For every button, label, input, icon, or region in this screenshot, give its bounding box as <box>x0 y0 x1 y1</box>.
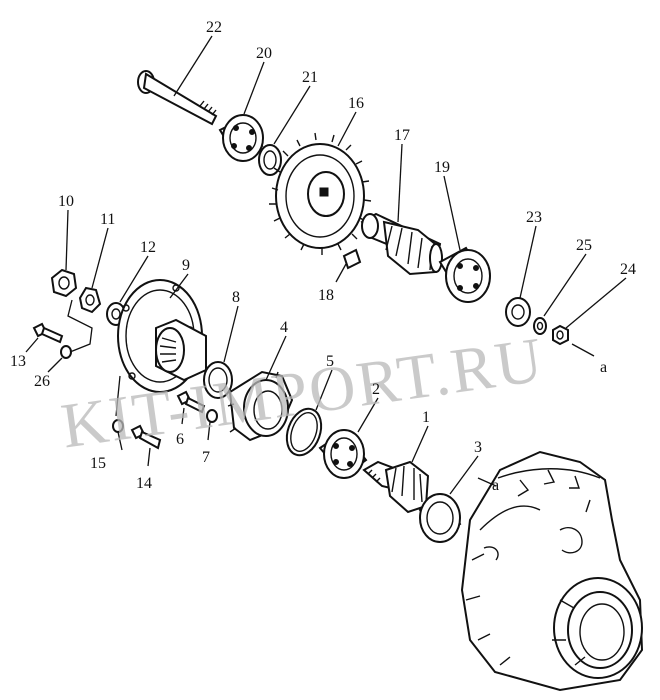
housing <box>460 450 644 692</box>
label-1: 1 <box>422 409 430 426</box>
part-5-o-ring <box>285 407 323 457</box>
label-2: 2 <box>372 381 380 398</box>
label-3: 3 <box>474 439 482 456</box>
label-5: 5 <box>326 353 334 370</box>
label-16: 16 <box>348 95 364 112</box>
label-8: 8 <box>232 289 240 306</box>
part-10-nut <box>50 268 78 298</box>
part-21-spacer-ring <box>258 144 282 176</box>
bracket-line <box>115 375 121 417</box>
label-14: 14 <box>136 475 152 492</box>
label-19: 19 <box>434 159 450 176</box>
part-11-lock-washer <box>78 286 102 314</box>
part-2-bearing <box>318 429 368 479</box>
label-15: 15 <box>90 455 106 472</box>
part-22-shaft-bolt <box>137 70 218 126</box>
label-9: 9 <box>182 257 190 274</box>
reference-mark-a-housing: a <box>492 477 499 494</box>
reference-mark-a-right: a <box>600 359 607 376</box>
part-4-bearing-cage <box>227 370 294 442</box>
label-21: 21 <box>302 69 318 86</box>
label-22: 22 <box>206 19 222 36</box>
label-6: 6 <box>176 431 184 448</box>
part-25-washer <box>533 317 547 335</box>
part-18-key <box>342 248 362 270</box>
part-24-nut <box>552 324 569 346</box>
part-13-bolt <box>32 322 64 344</box>
label-18: 18 <box>318 287 334 304</box>
part-20-bearing <box>218 114 264 162</box>
part-23-bearing <box>505 297 531 327</box>
label-26: 26 <box>34 373 50 390</box>
leader-lines <box>25 35 627 495</box>
label-24: 24 <box>620 261 636 278</box>
part-8-oil-seal <box>203 361 233 399</box>
label-4: 4 <box>280 319 288 336</box>
label-20: 20 <box>256 45 272 62</box>
part-labels: 22 20 21 16 17 19 23 25 24 10 11 12 9 8 … <box>10 19 636 494</box>
part-6-bolt <box>176 390 206 414</box>
bracket-line <box>67 299 93 353</box>
label-23: 23 <box>526 209 542 226</box>
part-17-pinion-gear <box>360 212 443 276</box>
label-7: 7 <box>202 449 210 466</box>
part-19-bearing <box>438 246 491 303</box>
label-17: 17 <box>394 127 410 144</box>
label-12: 12 <box>140 239 156 256</box>
label-25: 25 <box>576 237 592 254</box>
part-7-washer <box>206 409 218 423</box>
label-13: 13 <box>10 353 26 370</box>
label-11: 11 <box>100 211 115 228</box>
part-14-bolt <box>130 424 162 450</box>
part-26-washer <box>60 345 72 359</box>
part-3-bearing <box>418 493 462 543</box>
label-10: 10 <box>58 193 74 210</box>
part-16-spur-gear <box>269 132 372 255</box>
part-1-bevel-pinion <box>362 460 430 514</box>
